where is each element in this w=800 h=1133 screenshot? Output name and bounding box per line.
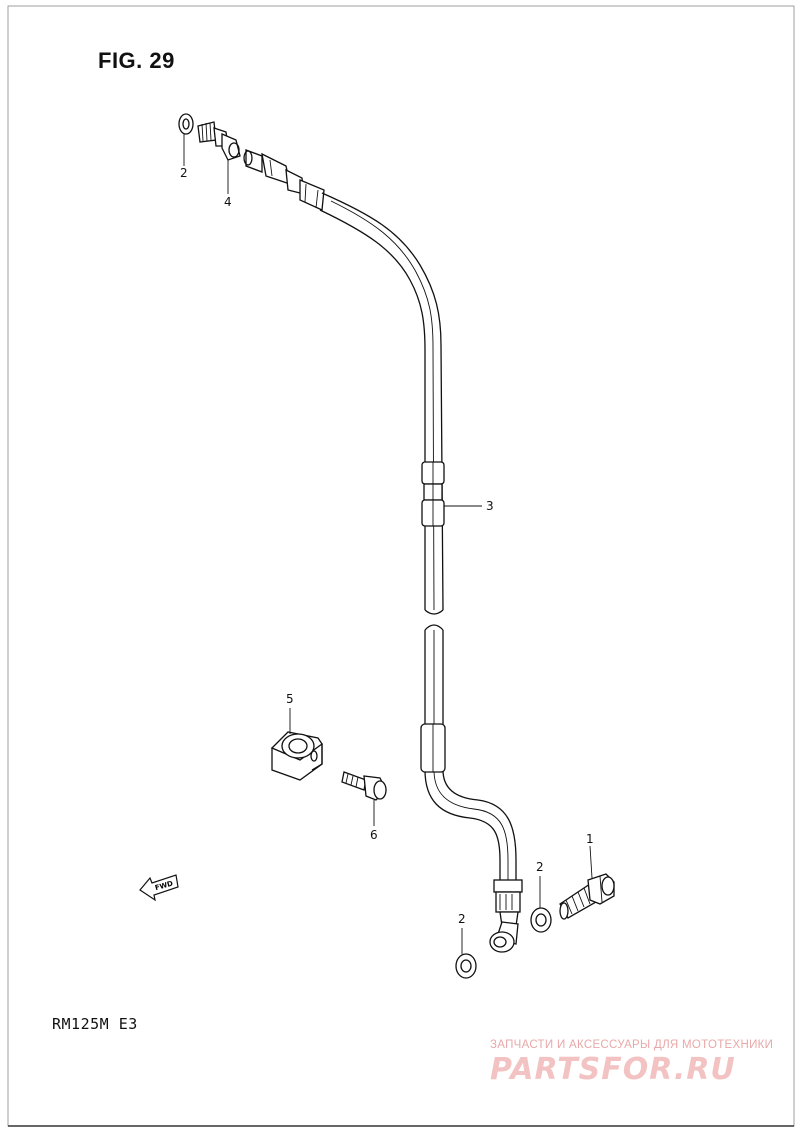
hose-clamp-5 [270,731,323,781]
callout-2-upper: 2 [180,166,188,180]
leader-lines [183,134,593,954]
page-border [7,5,795,1127]
lower-washer-left [455,953,477,979]
callout-3: 3 [486,499,494,513]
callout-4: 4 [224,195,232,209]
callout-5: 5 [286,692,294,706]
upper-hose-fitting [243,149,325,211]
callout-2-lower: 2 [458,912,466,926]
watermark-tagline: ЗАПЧАСТИ И АКСЕССУАРЫ ДЛЯ МОТОТЕХНИКИ [490,1039,774,1051]
union-bolt-1 [559,873,615,920]
model-code: RM125M E3 [52,1015,138,1033]
lower-washer-right [530,907,552,933]
callout-6: 6 [370,828,378,842]
callout-2-right: 2 [536,860,544,874]
callout-1: 1 [586,832,594,846]
figure-title: FIG. 29 [98,48,175,73]
brake-hose-3 [319,192,523,953]
watermark-logo: PARTSFOR.RU [490,1052,736,1087]
fwd-arrow-icon: FWD [139,874,179,902]
upper-washer [178,113,194,135]
clamp-bolt-6 [341,771,387,801]
union-bolt-4 [197,121,241,161]
